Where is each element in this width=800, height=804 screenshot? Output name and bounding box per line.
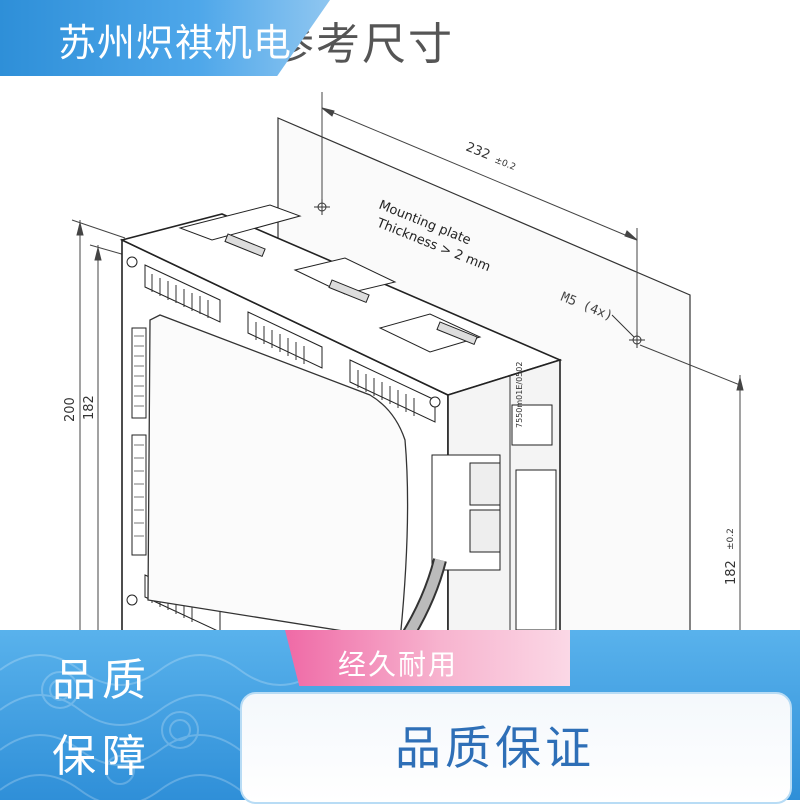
front-panel: [147, 314, 409, 641]
top-connectors: [178, 204, 482, 353]
left-side-connectors: [131, 327, 147, 556]
dim-height-right-label: 182: [724, 560, 739, 585]
dimension-height-left: [71, 219, 126, 630]
dim-width-label: 232: [464, 140, 493, 163]
dim-width-tolerance: ±0.2: [493, 156, 517, 173]
dim-height-inner-label: 182: [82, 395, 97, 420]
dim-height-right-tolerance: ±0.2: [726, 528, 736, 550]
terminal-pins: [151, 274, 415, 622]
brand-name: 苏州炽祺机电: [58, 21, 293, 65]
drawing-code: 7550m01E/0502: [515, 362, 524, 428]
dim-height-outer-label: 200: [63, 397, 78, 422]
left-badge-line1: 品质: [52, 655, 152, 706]
side-modules: [431, 404, 557, 631]
ribbon-text: 经久耐用: [338, 648, 459, 681]
dimension-width: [321, 92, 638, 345]
brand-banner: [0, 0, 330, 76]
left-badge: 品质 保障: [0, 630, 270, 800]
left-badge-line2: 保障: [52, 731, 152, 782]
pink-ribbon: [285, 630, 570, 686]
quality-card: [240, 692, 792, 804]
corner-screws: [126, 256, 441, 606]
quality-card-text: 品质保证: [395, 721, 595, 775]
